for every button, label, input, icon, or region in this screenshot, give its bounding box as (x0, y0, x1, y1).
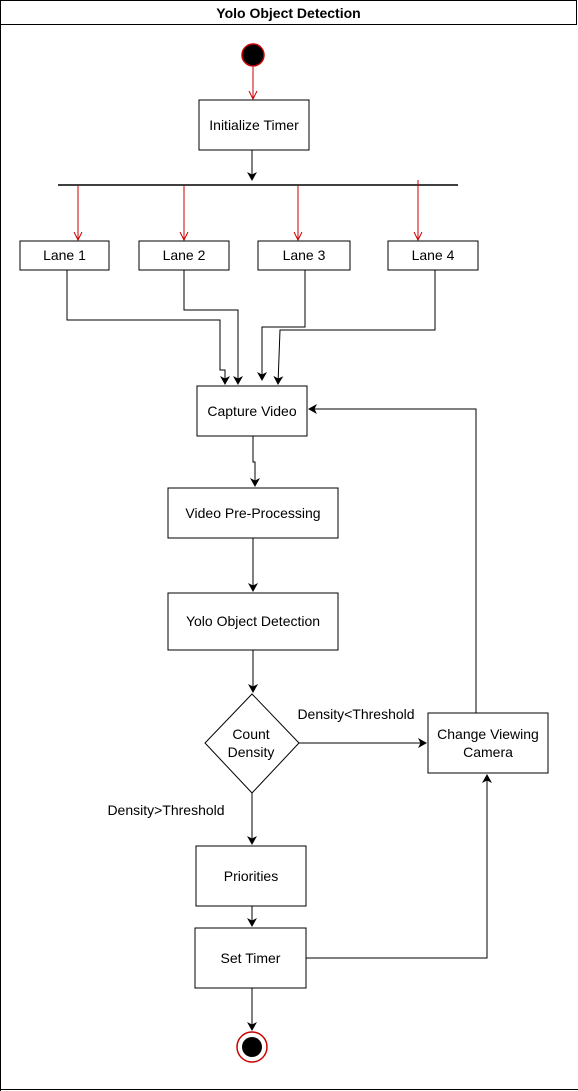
lane2-to-capture-connector (183, 270, 243, 385)
set-timer-box (194, 927, 307, 989)
start-node (241, 43, 265, 67)
lane1-to-capture-connector (66, 270, 230, 385)
lane3-to-capture-connector (257, 270, 306, 381)
density-below-threshold-label: Density<Threshold (297, 706, 414, 722)
lane2-box (138, 240, 230, 271)
end-node (242, 1037, 262, 1057)
lane4-box (387, 240, 479, 271)
lane3-label: Lane 3 (283, 247, 326, 263)
preprocessing-box (167, 487, 339, 539)
capture-video-label: Capture Video (207, 403, 296, 419)
change-camera-box (427, 712, 549, 774)
set-timer-to-change-camera-arrow (306, 774, 492, 959)
init-timer-label: Initialize Timer (209, 117, 299, 133)
lane2-label: Lane 2 (163, 247, 206, 263)
lane3-box (257, 240, 351, 271)
priorities-label: Priorities (224, 868, 278, 884)
init-timer-box (198, 99, 310, 151)
count-density-label-line2: Density (228, 744, 275, 760)
change-camera-to-capture-loop (308, 404, 477, 713)
priorities-box (195, 845, 307, 907)
change-camera-label-line1: Change Viewing (437, 726, 539, 742)
lane1-label: Lane 1 (43, 247, 86, 263)
count-density-label-line1: Count (232, 726, 269, 742)
change-camera-label-line2: Camera (463, 744, 513, 760)
yolo-detection-box (167, 592, 339, 651)
yolo-detection-label: Yolo Object Detection (186, 613, 320, 629)
capture-to-preprocess-arrow (250, 436, 260, 487)
density-above-threshold-label: Density>Threshold (107, 802, 224, 818)
capture-video-box (196, 385, 308, 437)
lane4-to-capture-connector (273, 270, 436, 385)
lane4-label: Lane 4 (412, 247, 455, 263)
set-timer-label: Set Timer (221, 950, 281, 966)
lane1-box (19, 240, 110, 271)
preprocessing-label: Video Pre-Processing (185, 505, 320, 521)
diagram-title: Yolo Object Detection (0, 0, 577, 25)
